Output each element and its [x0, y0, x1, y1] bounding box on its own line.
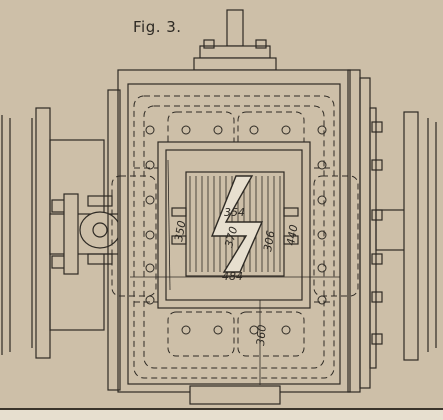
left-flange	[1, 107, 121, 359]
top-pipe	[193, 9, 277, 71]
bottom-rule	[0, 408, 443, 420]
central-plate	[157, 141, 311, 309]
dim-right-outer: 440	[284, 224, 300, 247]
left-valve	[51, 193, 205, 275]
dim-inner-height: 370	[222, 225, 240, 249]
bolt-holes	[145, 125, 327, 335]
dim-right-inner: 306	[261, 230, 277, 253]
dim-left-height: 350	[172, 220, 188, 243]
dim-bottom-width: 484	[222, 270, 243, 283]
figure-label: Fig. 3.	[133, 18, 182, 36]
dimension-lines	[130, 159, 340, 385]
dim-top-width: 354	[224, 206, 245, 219]
right-flange	[369, 107, 437, 369]
dim-lower-height: 360	[254, 324, 269, 346]
